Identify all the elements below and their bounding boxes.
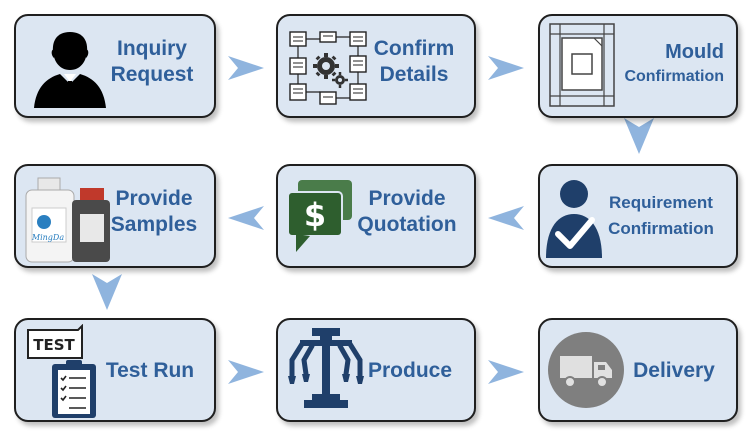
- businessman-icon: [34, 32, 106, 108]
- flowchart-gear-icon: [289, 31, 367, 105]
- step-label: Mould Confirmation: [624, 41, 724, 85]
- test-clipboard-icon: TEST: [27, 324, 96, 418]
- arrow-down-1: [624, 118, 654, 154]
- truck-icon: [548, 332, 624, 408]
- svg-text:$: $: [304, 196, 326, 234]
- arrow-left-1: [488, 206, 524, 230]
- svg-text:TEST: TEST: [33, 336, 75, 354]
- arrow-down-2: [92, 274, 122, 310]
- chip-icon: [549, 23, 615, 107]
- step-test-run: TEST Test Run: [14, 318, 216, 422]
- arrow-right-2: [488, 56, 524, 80]
- robot-arm-icon: [288, 328, 364, 408]
- dollar-chat-icon: $: [287, 180, 352, 252]
- arrow-right-3: [228, 360, 264, 384]
- step-delivery: Delivery: [538, 318, 738, 422]
- user-check-icon: [546, 180, 602, 258]
- step-label: Delivery: [633, 359, 715, 382]
- svg-text:MingDa: MingDa: [31, 233, 64, 242]
- arrow-right-4: [488, 360, 524, 384]
- arrow-left-2: [228, 206, 264, 230]
- step-label: Produce: [367, 359, 453, 382]
- step-produce: Produce: [276, 318, 476, 422]
- bottles-icon: MingDa: [25, 177, 110, 263]
- arrow-right-1: [228, 56, 264, 80]
- step-label: Test Run: [105, 359, 195, 382]
- step-mould-confirmation: Mould Confirmation: [538, 14, 738, 118]
